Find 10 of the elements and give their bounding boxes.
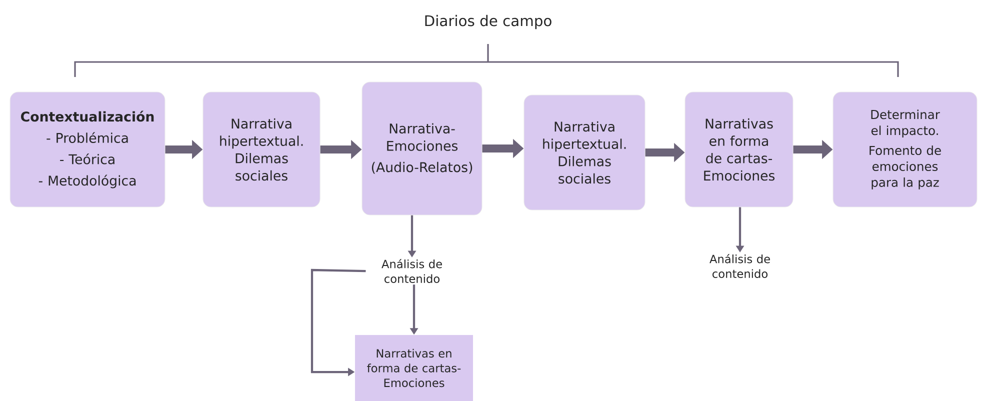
- process-box: Narrativa hipertextual. Dilemas sociales: [524, 94, 646, 210]
- step-label: Análisis de contenido: [710, 254, 770, 278]
- process-box: Narrativa-Emociones (Audio-Relatos): [362, 82, 482, 216]
- heading: Diarios de campo: [425, 14, 552, 30]
- process-box: Narrativas en forma de cartas-Emociones: [355, 335, 473, 401]
- process-box: Narrativas en forma de cartas-Emociones: [684, 92, 794, 208]
- process-box: Determinar el impacto. Fomento de emociones para la paz: [832, 92, 978, 208]
- step-label: Análisis de contenido: [382, 259, 442, 283]
- process-box: Narrativa hipertextual. Dilemas sociales: [202, 92, 320, 208]
- process-box: Contextualización - Problémica - Teórica - Metodológica: [10, 92, 166, 208]
